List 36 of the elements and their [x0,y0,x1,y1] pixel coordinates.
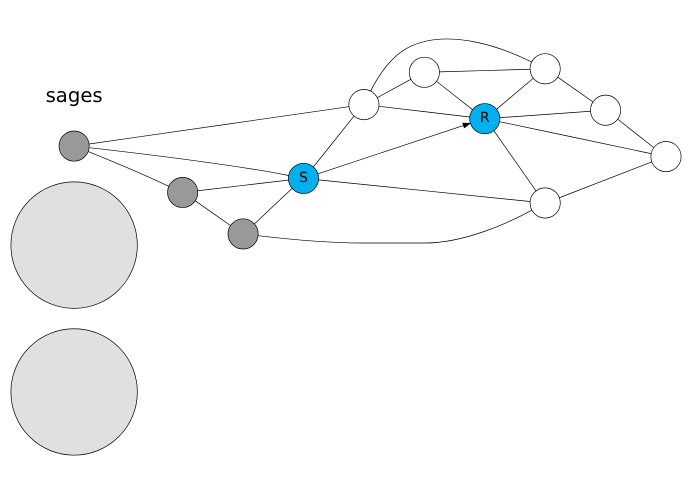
node-circle [348,88,380,120]
node-circle: S [288,162,319,194]
node-circle [650,140,682,172]
node-circle [530,52,561,84]
connector [439,68,530,72]
node-circle [58,130,90,162]
connector [88,150,170,186]
label: sages [46,83,103,106]
node-circle: R [469,102,500,134]
connector [197,179,289,191]
connector [618,118,654,148]
connector [370,38,532,91]
connector [194,200,231,226]
connector [88,106,350,144]
node-circle [10,328,138,456]
connector [436,80,473,110]
node-circle [590,94,622,126]
node-circle [408,56,440,88]
connector [258,209,532,243]
connector [377,78,412,98]
node-circle [530,187,561,218]
connector [318,179,530,202]
connector [378,105,470,117]
connector [89,146,289,176]
connector [494,130,536,191]
connector [313,115,354,167]
arrow [318,122,472,174]
connector [558,161,652,198]
connector [499,120,652,154]
connector [254,188,292,224]
node-circle [10,181,138,308]
connector [500,110,591,118]
connector [557,76,594,102]
node-circle [228,218,259,249]
node-circle [167,176,198,208]
connector [496,77,534,109]
